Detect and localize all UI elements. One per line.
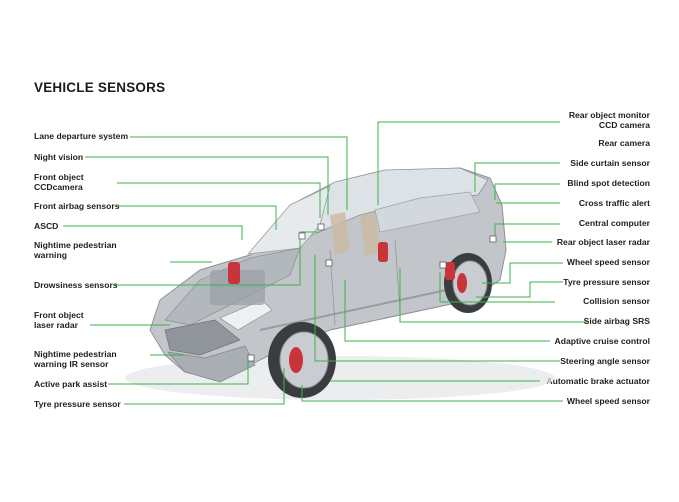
leader-collision <box>439 272 555 303</box>
label-automatic-brake-actuator: Automatic brake actuator <box>546 376 650 386</box>
leader-front-airbag <box>118 205 277 230</box>
label-front-object-laser-radar: Front object laser radar <box>34 310 84 330</box>
label-blind-spot-detection: Blind spot detection <box>567 178 650 188</box>
car-body <box>149 167 507 383</box>
sensor-markers <box>247 223 497 362</box>
label-nightime-pedestrian-warning: Nightime pedestrian warning <box>34 240 117 260</box>
rear-suspension-spring <box>378 242 455 280</box>
label-drowsiness-sensors: Drowsiness sensors <box>34 280 118 290</box>
leader-wheel-speed-front <box>301 385 563 402</box>
leader-lines <box>63 121 587 405</box>
label-nightime-pedestrian-warning-ir-sensor: Nightime pedestrian warning IR sensor <box>34 349 117 369</box>
leader-side-curtain <box>474 162 560 192</box>
leader-front-ccd <box>117 182 321 218</box>
leader-rear-ccd <box>377 121 560 205</box>
leader-adaptive-cruise <box>344 280 550 342</box>
label-side-airbag-srs: Side airbag SRS <box>583 316 650 326</box>
leader-drowsiness <box>113 231 320 286</box>
label-side-curtain-sensor: Side curtain sensor <box>570 158 650 168</box>
label-front-object-ccd-camera: Front object CCDcamera <box>34 172 84 192</box>
label-rear-camera: Rear camera <box>598 138 650 148</box>
leader-central-computer <box>494 223 560 240</box>
leader-ascd <box>63 225 243 240</box>
leader-lane-departure <box>130 136 348 210</box>
leader-tyre-pressure-front <box>124 368 285 405</box>
label-collision-sensor: Collision sensor <box>583 296 650 306</box>
label-wheel-speed-sensor-front: Wheel speed sensor <box>566 396 650 406</box>
label-tyre-pressure-sensor-front: Tyre pressure sensor <box>34 399 121 409</box>
leader-wheel-speed-rear <box>482 262 563 284</box>
leader-active-park <box>108 360 249 385</box>
label-rear-object-laser-radar: Rear object laser radar <box>556 237 650 247</box>
label-cross-traffic-alert: Cross traffic alert <box>578 198 650 208</box>
rear-wheel <box>444 253 492 313</box>
label-front-airbag-sensors: Front airbag sensors <box>34 201 120 211</box>
leader-night-vision <box>85 156 329 215</box>
front-wheel <box>268 322 336 398</box>
label-lane-departure-system: Lane departure system <box>34 131 129 141</box>
label-rear-object-monitor-ccd-camera: Rear object monitor CCD camera <box>568 110 650 130</box>
label-active-park-assist: Active park assist <box>34 379 108 389</box>
leader-tyre-pressure-rear <box>476 281 563 298</box>
label-night-vision: Night vision <box>34 152 84 162</box>
label-central-computer: Central computer <box>578 218 650 228</box>
label-ascd: ASCD <box>34 221 59 231</box>
leader-side-airbag <box>399 268 587 323</box>
label-steering-angle-sensor: Steering angle sensor <box>560 356 650 366</box>
label-tyre-pressure-sensor-rear: Tyre pressure sensor <box>563 277 650 287</box>
diagram-title: VEHICLE SENSORS <box>34 80 166 95</box>
leader-blind-spot <box>494 183 560 200</box>
label-wheel-speed-sensor-rear: Wheel speed sensor <box>566 257 650 267</box>
leader-steering-angle <box>314 255 560 362</box>
front-suspension-spring <box>228 262 240 284</box>
label-adaptive-cruise-control: Adaptive cruise control <box>554 336 650 346</box>
